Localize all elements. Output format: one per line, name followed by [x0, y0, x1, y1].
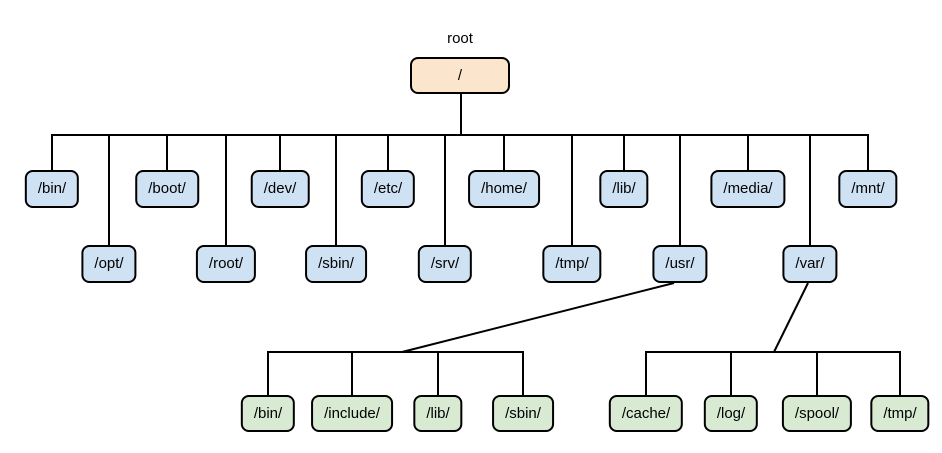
node-var: /var/ — [782, 245, 838, 283]
node-root-dir: /root/ — [195, 245, 257, 283]
node-dev: /dev/ — [250, 170, 310, 208]
level1-drops-lower — [108, 134, 811, 245]
node-usr-sbin: /sbin/ — [492, 395, 554, 432]
var-diagonal-connector — [773, 282, 809, 353]
node-opt: /opt/ — [81, 245, 137, 283]
root-caption: root — [447, 30, 473, 47]
node-var-tmp: /tmp/ — [870, 395, 930, 432]
node-var-log: /log/ — [703, 395, 759, 432]
node-etc: /etc/ — [360, 170, 416, 208]
node-media: /media/ — [710, 170, 786, 208]
node-usr-include: /include/ — [311, 395, 393, 432]
var-children-drops — [645, 351, 901, 395]
node-usr-lib: /lib/ — [413, 395, 463, 432]
node-sbin: /sbin/ — [305, 245, 367, 283]
node-lib: /lib/ — [599, 170, 649, 208]
node-tmp: /tmp/ — [542, 245, 602, 283]
node-boot: /boot/ — [135, 170, 199, 208]
node-mnt: /mnt/ — [838, 170, 898, 208]
node-root: / — [410, 57, 510, 94]
node-srv: /srv/ — [417, 245, 473, 283]
node-bin: /bin/ — [24, 170, 80, 208]
usr-diagonal-connector — [401, 282, 675, 353]
node-home: /home/ — [468, 170, 540, 208]
node-var-spool: /spool/ — [781, 395, 853, 432]
usr-children-drops — [267, 351, 524, 395]
node-var-cache: /cache/ — [608, 395, 684, 432]
level1-drops-upper — [51, 134, 869, 170]
node-usr: /usr/ — [652, 245, 708, 283]
node-usr-bin: /bin/ — [240, 395, 296, 432]
